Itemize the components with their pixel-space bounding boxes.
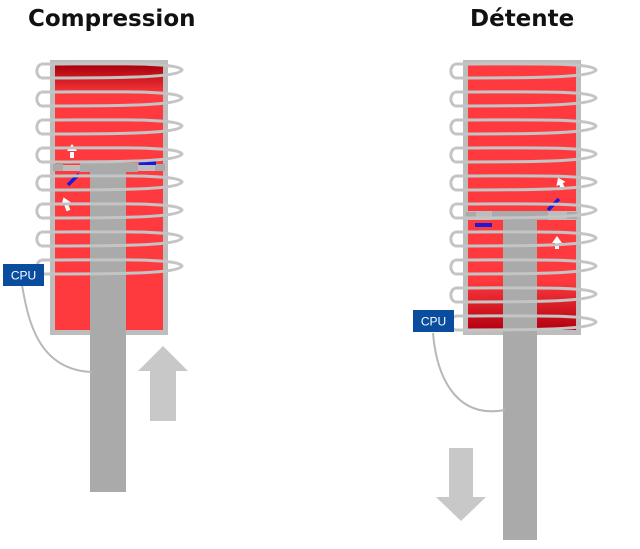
detente-panel: CPU: [413, 60, 598, 540]
cpu-label: CPU: [11, 269, 36, 283]
cpu-chip-icon[interactable]: [3, 264, 44, 286]
heating-coil-back: [35, 62, 42, 276]
motion-arrow-down-icon: [436, 448, 486, 521]
piston-head-left-stub: [466, 212, 476, 219]
heating-coil-back: [449, 62, 456, 332]
cpu-cable: [21, 284, 93, 373]
piston-head: [80, 163, 138, 172]
cpu-label: CPU: [421, 315, 446, 329]
heating-coil-front: [454, 62, 598, 332]
cpu-cable: [432, 332, 506, 413]
upper-chamber-fluid: [468, 65, 576, 211]
cpu-chip-icon[interactable]: [413, 310, 454, 332]
piston-head-right-stub: [155, 164, 165, 171]
compression-panel: CPU: [3, 60, 188, 492]
piston-rod: [90, 172, 126, 492]
detente-title: Détente: [470, 6, 575, 32]
piston-rod: [503, 220, 537, 540]
piston-head: [492, 211, 548, 220]
compression-title: Compression: [28, 6, 196, 32]
heating-coil-front: [40, 62, 184, 276]
motion-arrow-up-icon: [138, 346, 188, 421]
piston-head-left-stub: [53, 164, 63, 171]
